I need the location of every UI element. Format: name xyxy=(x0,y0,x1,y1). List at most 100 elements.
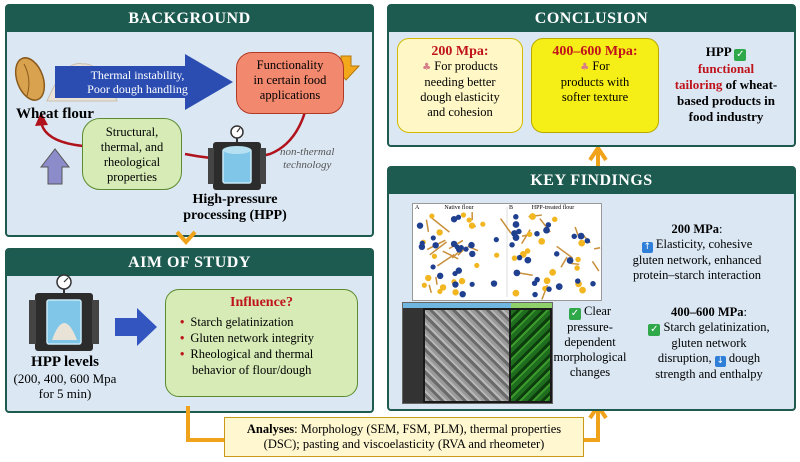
conclusion-box-200-text: and cohesion xyxy=(427,105,493,119)
starch-granule xyxy=(511,230,518,237)
influence-box: Influence? •Starch gelatinization •Glute… xyxy=(165,289,358,397)
levels-detail-line: (200, 400, 600 Mpa xyxy=(13,371,117,386)
starch-granule xyxy=(460,212,467,218)
micrograph-labels-column xyxy=(403,308,423,403)
starch-granule xyxy=(512,221,520,228)
starch-granule xyxy=(450,215,458,223)
aim-title: AIM OF STUDY xyxy=(7,250,372,276)
clear-text: Clear xyxy=(584,304,612,318)
schematic-figure: A B Native flour HPP-treated flour xyxy=(412,203,602,301)
non-thermal-label: non-thermal technology xyxy=(280,146,334,172)
conclusion-box-400-text: softer texture xyxy=(561,90,629,104)
gluten-strand xyxy=(570,262,580,266)
arrow-text-line: Thermal instability, xyxy=(90,68,185,82)
aim-graphics xyxy=(29,274,157,351)
thermal-instability-arrow xyxy=(55,54,233,110)
starch-granule xyxy=(578,239,586,247)
finding-200-text: Elasticity, cohesive xyxy=(655,237,753,251)
finding-200-title: 200 MPa xyxy=(671,222,720,236)
up-icon: ↑ xyxy=(641,242,653,253)
starch-granule xyxy=(513,269,521,277)
starch-granule xyxy=(538,237,546,245)
hpp-label-line: processing (HPP) xyxy=(183,208,287,223)
starch-granule xyxy=(439,284,447,291)
finding-400-text: disruption, xyxy=(657,351,712,365)
starch-granule xyxy=(584,238,591,244)
starch-granule xyxy=(469,281,475,287)
panel-b-label: B xyxy=(509,205,514,211)
micrograph-figure xyxy=(402,302,553,404)
native-network xyxy=(416,212,500,298)
conclusion-box-200: 200 Mpa: ♣ For products needing better d… xyxy=(397,38,523,133)
starch-granule xyxy=(450,240,458,248)
finding-400-text: Starch gelatinization, xyxy=(663,320,770,334)
conclusion-box-400-line: ♣ For xyxy=(532,59,658,75)
finding-200-title-line: 200 MPa: xyxy=(671,222,723,236)
conclusion-box-400: 400–600 Mpa: ♣ For products with softer … xyxy=(531,38,659,133)
starch-granule xyxy=(437,288,443,295)
hpp-levels-detail: (200, 400, 600 Mpa for 5 min) xyxy=(0,371,130,401)
non-thermal-line: technology xyxy=(283,159,332,171)
finding-400-text: strength and enthalpy xyxy=(655,367,763,381)
starch-granule xyxy=(509,242,515,248)
starch-granule xyxy=(513,214,519,220)
schematic-drawing xyxy=(416,207,601,300)
gluten-strand xyxy=(429,241,447,256)
finding-200-line: ↑ Elasticity, cohesive xyxy=(604,237,790,253)
clear-text: pressure- xyxy=(567,320,613,334)
starch-granule xyxy=(468,222,476,229)
influence-item: •Gluten network integrity xyxy=(180,331,314,345)
conclusion-box-200-text: needing better xyxy=(424,75,496,89)
conclusion-tailoring: tailoring xyxy=(674,77,723,92)
starch-granule xyxy=(466,217,472,223)
starch-granule xyxy=(459,290,466,298)
starch-granule xyxy=(555,283,563,291)
micrograph-header xyxy=(403,303,552,308)
clear-text: morphological xyxy=(553,350,627,364)
sem-micrographs xyxy=(425,310,509,401)
starch-granule xyxy=(551,216,558,223)
starch-granule xyxy=(432,242,439,249)
starch-granule xyxy=(516,254,523,261)
functionality-line: Functionality xyxy=(256,58,324,72)
gluten-strand xyxy=(451,250,460,259)
gluten-strand xyxy=(436,253,455,267)
starch-granule xyxy=(534,276,540,283)
properties-line: rheological xyxy=(103,155,161,169)
influence-item: •Rheological and thermal xyxy=(180,347,314,361)
starch-granule xyxy=(458,277,466,285)
starch-granule xyxy=(455,267,463,274)
influence-list: •Starch gelatinization •Gluten network i… xyxy=(180,314,357,378)
finding-400-line: ✓ Starch gelatinization, xyxy=(626,320,792,336)
wheat-grain-icon xyxy=(14,57,46,101)
clear-changes: ✓ Clear pressure- dependent morphologica… xyxy=(553,304,627,380)
finding-400-title-line: 400–600 MPa: xyxy=(670,305,748,319)
starch-granule xyxy=(575,256,581,263)
finding-400-text: gluten network xyxy=(671,336,747,350)
starch-granule xyxy=(425,274,432,282)
finding-400-line: disruption, ↓ dough xyxy=(626,351,792,367)
influence-item: behavior of flour/dough xyxy=(180,362,357,378)
wheat-flour-label: Wheat flour xyxy=(16,106,94,122)
conclusion-box-400-text: products with xyxy=(560,75,630,89)
gluten-strand xyxy=(560,256,568,268)
starch-granule xyxy=(480,221,486,227)
influence-item-text: Starch gelatinization xyxy=(190,315,294,329)
starch-granule xyxy=(431,253,438,259)
starch-granule xyxy=(526,231,533,238)
hpp-label-line: High-pressure xyxy=(192,192,278,207)
down-icon: ↓ xyxy=(714,356,726,367)
influence-title: Influence? xyxy=(230,295,293,310)
treated-network xyxy=(499,213,601,300)
gluten-strand xyxy=(594,247,601,250)
starch-granule xyxy=(474,262,480,269)
hpp-flour-label: HPP-treated flour xyxy=(531,205,575,211)
background-to-aim-arrow xyxy=(175,230,197,245)
finding-400: 400–600 MPa: ✓ Starch gelatinization, gl… xyxy=(626,305,792,382)
levels-detail-line: for 5 min) xyxy=(38,386,92,401)
check-icon: ✓ xyxy=(648,324,661,336)
background-panel: BACKGROUND xyxy=(5,4,374,237)
analyses-box: Analyses: Morphology (SEM, FSM, PLM), th… xyxy=(224,417,584,457)
conclusion-box-200-line: ♣ For products xyxy=(398,59,522,75)
starch-granule xyxy=(524,248,531,254)
